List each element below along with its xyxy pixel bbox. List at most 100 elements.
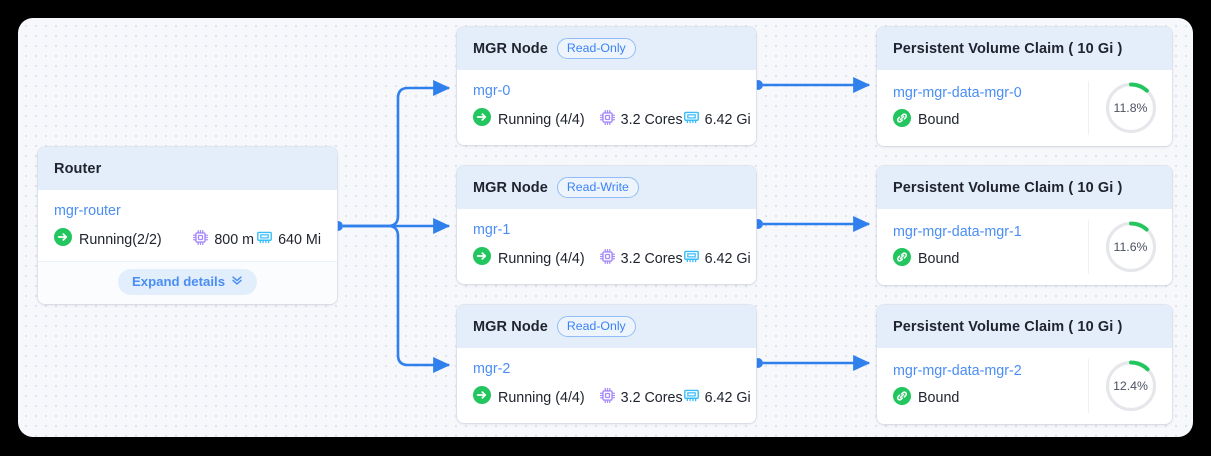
mgr-node-status-text: Running (4/4): [498, 389, 585, 406]
mgr-node-stats-row: Running (4/4) 3.2 Cores 6.42 Gi: [473, 386, 751, 409]
pvc-card[interactable]: Persistent Volume Claim ( 10 Gi ) mgr-mg…: [877, 27, 1172, 146]
running-arrow-icon: [473, 108, 491, 131]
mgr-node-status: Running (4/4): [473, 247, 585, 270]
mgr-node-resource-name[interactable]: mgr-0: [473, 83, 511, 99]
usage-gauge-label: 11.8%: [1113, 101, 1148, 115]
mgr-node-card-body: mgr-1 Running (4/4) 3.2 Cores 6.42 Gi: [457, 209, 756, 284]
expand-details-label: Expand details: [131, 274, 226, 289]
pvc-status-text: Bound: [918, 112, 960, 128]
usage-gauge: 11.6%: [1104, 220, 1158, 274]
status-badge: Read-Only: [556, 315, 636, 338]
pvc-card[interactable]: Persistent Volume Claim ( 10 Gi ) mgr-mg…: [877, 166, 1172, 285]
mgr-node-card-body: mgr-2 Running (4/4) 3.2 Cores 6.42 Gi: [457, 348, 756, 423]
cpu-icon: [599, 248, 616, 270]
memory-icon: [256, 229, 273, 251]
mgr-node-status-text: Running (4/4): [498, 250, 585, 267]
pvc-usage-gauge-cell: 11.8%: [1088, 81, 1172, 135]
mgr-node-card[interactable]: MGR Node Read-Write mgr-1 Running (4/4) …: [457, 166, 756, 284]
mgr-node-status-text: Running (4/4): [498, 111, 585, 128]
pvc-resource-name[interactable]: mgr-mgr-data-mgr-2: [893, 362, 1022, 379]
pvc-status-text: Bound: [918, 390, 960, 406]
mgr-node-status: Running (4/4): [473, 386, 585, 409]
pvc-resource-name[interactable]: mgr-mgr-data-mgr-1: [893, 223, 1022, 240]
edge-router-to-mgr-2: [343, 224, 451, 374]
cpu-icon: [192, 229, 209, 251]
mgr-node-card-body: mgr-0 Running (4/4) 3.2 Cores 6.42 Gi: [457, 70, 756, 145]
pvc-card-body: mgr-mgr-data-mgr-2 Bound 12.4%: [877, 348, 1172, 424]
router-card-header: Router: [38, 147, 337, 190]
pvc-card-title: Persistent Volume Claim ( 10 Gi ): [893, 318, 1123, 335]
status-badge: Read-Only: [556, 37, 636, 60]
mgr-node-card-title: MGR Node: [473, 179, 548, 196]
mgr-node-card-header: MGR Node Read-Only: [457, 305, 756, 348]
router-memory-value: 640 Mi: [278, 231, 321, 248]
pvc-card-header: Persistent Volume Claim ( 10 Gi ): [877, 305, 1172, 348]
router-status-text: Running(2/2): [79, 231, 162, 248]
usage-gauge-label: 11.6%: [1113, 240, 1148, 254]
pvc-card-body: mgr-mgr-data-mgr-1 Bound 11.6%: [877, 209, 1172, 285]
mgr-node-card[interactable]: MGR Node Read-Only mgr-2 Running (4/4) 3…: [457, 305, 756, 423]
expand-details-button[interactable]: Expand details: [117, 269, 258, 295]
router-stats-row: Running(2/2) 800 m 640 Mi: [54, 228, 321, 251]
router-metrics: 800 m 640 Mi: [192, 229, 321, 251]
mgr-node-card-title: MGR Node: [473, 318, 548, 335]
running-arrow-icon: [473, 247, 491, 270]
mgr-node-card-header: MGR Node Read-Write: [457, 166, 756, 209]
mgr-node-memory-value: 6.42 Gi: [704, 111, 751, 128]
mgr-node-cpu-value: 3.2 Cores: [620, 250, 683, 267]
link-bound-icon: [893, 108, 911, 132]
router-card-body: mgr-router Running(2/2) 800 m 640 Mi: [38, 190, 337, 304]
mgr-node-memory-value: 6.42 Gi: [704, 389, 751, 406]
mgr-node-card[interactable]: MGR Node Read-Only mgr-0 Running (4/4) 3…: [457, 27, 756, 145]
router-card-title: Router: [54, 160, 102, 177]
mgr-node-stats-row: Running (4/4) 3.2 Cores 6.42 Gi: [473, 108, 751, 131]
mgr-node-stats-row: Running (4/4) 3.2 Cores 6.42 Gi: [473, 247, 751, 270]
router-resource-name[interactable]: mgr-router: [54, 203, 121, 219]
edge-router-to-mgr-0: [343, 79, 451, 228]
pvc-card-header: Persistent Volume Claim ( 10 Gi ): [877, 27, 1172, 70]
mgr-node-metrics: 3.2 Cores 6.42 Gi: [599, 109, 751, 131]
running-arrow-icon: [54, 228, 72, 251]
pvc-info: mgr-mgr-data-mgr-1 Bound: [893, 224, 1088, 271]
mgr-node-metrics: 3.2 Cores 6.42 Gi: [599, 387, 751, 409]
mgr-node-cpu-value: 3.2 Cores: [620, 389, 683, 406]
pvc-resource-name[interactable]: mgr-mgr-data-mgr-0: [893, 84, 1022, 101]
pvc-status: Bound: [893, 108, 1088, 132]
pvc-status: Bound: [893, 386, 1088, 410]
mgr-node-resource-name[interactable]: mgr-1: [473, 222, 511, 238]
cpu-icon: [599, 387, 616, 409]
mgr-node-card-header: MGR Node Read-Only: [457, 27, 756, 70]
pvc-card-title: Persistent Volume Claim ( 10 Gi ): [893, 179, 1123, 196]
mgr-node-memory-value: 6.42 Gi: [704, 250, 751, 267]
mgr-node-cpu-value: 3.2 Cores: [620, 111, 683, 128]
pvc-status: Bound: [893, 247, 1088, 271]
memory-icon: [683, 248, 700, 270]
status-badge: Read-Write: [556, 176, 639, 199]
router-expand-area: Expand details: [38, 261, 337, 304]
cpu-icon: [599, 109, 616, 131]
usage-gauge: 12.4%: [1104, 359, 1158, 413]
pvc-info: mgr-mgr-data-mgr-0 Bound: [893, 85, 1088, 132]
running-arrow-icon: [473, 386, 491, 409]
pvc-card[interactable]: Persistent Volume Claim ( 10 Gi ) mgr-mg…: [877, 305, 1172, 424]
mgr-node-resource-name[interactable]: mgr-2: [473, 361, 511, 377]
usage-gauge-label: 12.4%: [1113, 379, 1148, 393]
router-status: Running(2/2): [54, 228, 162, 251]
pvc-card-title: Persistent Volume Claim ( 10 Gi ): [893, 40, 1123, 57]
router-cpu-value: 800 m: [214, 231, 255, 248]
pvc-info: mgr-mgr-data-mgr-2 Bound: [893, 363, 1088, 410]
usage-gauge: 11.8%: [1104, 81, 1158, 135]
mgr-node-card-title: MGR Node: [473, 40, 548, 57]
double-chevron-down-icon: [231, 274, 243, 289]
pvc-card-body: mgr-mgr-data-mgr-0 Bound 11.8%: [877, 70, 1172, 146]
link-bound-icon: [893, 386, 911, 410]
pvc-usage-gauge-cell: 11.6%: [1088, 220, 1172, 274]
link-bound-icon: [893, 247, 911, 271]
memory-icon: [683, 387, 700, 409]
memory-icon: [683, 109, 700, 131]
pvc-usage-gauge-cell: 12.4%: [1088, 359, 1172, 413]
pvc-card-header: Persistent Volume Claim ( 10 Gi ): [877, 166, 1172, 209]
router-card[interactable]: Router mgr-router Running(2/2) 800 m 640…: [38, 147, 337, 304]
pvc-status-text: Bound: [918, 251, 960, 267]
mgr-node-status: Running (4/4): [473, 108, 585, 131]
